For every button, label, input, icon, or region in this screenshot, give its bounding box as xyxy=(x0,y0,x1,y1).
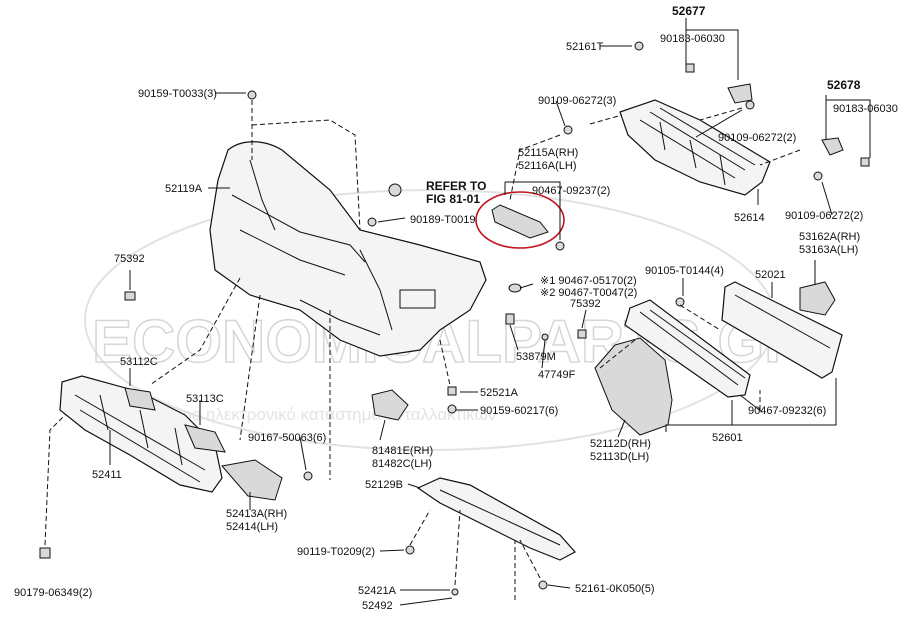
leader-lines xyxy=(44,18,871,606)
upper-grille-52614 xyxy=(619,99,771,196)
label-52113d: 52113D(LH) xyxy=(590,451,649,463)
label-fig-81-01: FIG 81-01 xyxy=(426,192,480,206)
label-90183-06030-b: 90183-06030 xyxy=(833,103,898,115)
label-52521a: 52521A xyxy=(480,387,519,399)
label-52414: 52414(LH) xyxy=(226,521,278,533)
label-90119-t0209: 90119-T0209(2) xyxy=(297,546,375,558)
label-75392-b: 75392 xyxy=(570,298,601,310)
label-90167-50063: 90167-50063(6) xyxy=(248,432,326,444)
label-90109-06272-2b: 90109-06272(2) xyxy=(785,210,863,222)
label-90105-t0144: 90105-T0144(4) xyxy=(645,265,724,277)
label-52119a: 52119A xyxy=(165,183,203,195)
label-90109-06272-3: 90109-06272(3) xyxy=(538,95,616,107)
label-81482c: 81482C(LH) xyxy=(372,458,432,470)
label-90467-09232: 90467-09232(6) xyxy=(748,405,826,417)
lower-grille-52411 xyxy=(59,375,223,493)
label-52021: 52021 xyxy=(755,269,786,281)
label-81481e: 81481E(RH) xyxy=(372,445,433,457)
label-90467-05170: ※1 90467-05170(2) xyxy=(540,275,637,287)
label-52129b: 52129B xyxy=(365,479,403,491)
label-52112d: 52112D(RH) xyxy=(590,438,651,450)
label-53163a: 53163A(LH) xyxy=(799,244,858,256)
label-52411: 52411 xyxy=(92,469,122,481)
label-75392-a: 75392 xyxy=(114,253,145,265)
label-53112c: 53112C xyxy=(120,356,158,368)
label-90467-09237: 90467-09237(2) xyxy=(532,185,610,197)
label-refer-to: REFER TO xyxy=(426,179,486,193)
highlight-circle xyxy=(475,191,565,249)
label-52116a: 52116A(LH) xyxy=(518,160,577,172)
label-47749f: 47749F xyxy=(538,369,576,381)
side-panels xyxy=(124,83,844,501)
label-52677: 52677 xyxy=(672,4,706,18)
beam-52601 xyxy=(624,299,751,398)
label-53162a: 53162A(RH) xyxy=(799,231,860,243)
absorber-52112d xyxy=(594,337,673,436)
part-labels: 52677 90183-06030 52161T 52678 90183-060… xyxy=(14,4,898,612)
label-90159-60217: 90159-60217(6) xyxy=(480,405,558,417)
label-90467-t0047: ※2 90467-T0047(2) xyxy=(540,287,637,299)
label-52421a: 52421A xyxy=(358,585,397,597)
label-52413a: 52413A(RH) xyxy=(226,508,287,520)
label-90189-t0019: 90189-T0019 xyxy=(410,214,475,226)
label-52678: 52678 xyxy=(827,78,861,92)
label-90159-t0033: 90159-T0033(3) xyxy=(138,88,217,100)
label-90109-06272-2a: 90109-06272(2) xyxy=(718,132,796,144)
label-90183-06030-a: 90183-06030 xyxy=(660,33,725,45)
reinforcement-52021 xyxy=(721,281,843,379)
label-52601: 52601 xyxy=(712,432,743,444)
under-cover-52129b xyxy=(416,477,576,561)
label-53879m: 53879M xyxy=(516,351,556,363)
label-90179-06349: 90179-06349(2) xyxy=(14,587,92,599)
label-52492: 52492 xyxy=(362,600,393,612)
label-52614: 52614 xyxy=(734,212,765,224)
label-53113c: 53113C xyxy=(186,393,224,405)
label-52115a: 52115A(RH) xyxy=(518,147,578,159)
bracket-52115a xyxy=(475,191,565,249)
bumper-cover-52119a xyxy=(209,141,487,357)
fasteners xyxy=(39,41,870,596)
label-52161t: 52161T xyxy=(566,41,604,53)
label-52161-0k050: 52161-0K050(5) xyxy=(575,583,655,595)
